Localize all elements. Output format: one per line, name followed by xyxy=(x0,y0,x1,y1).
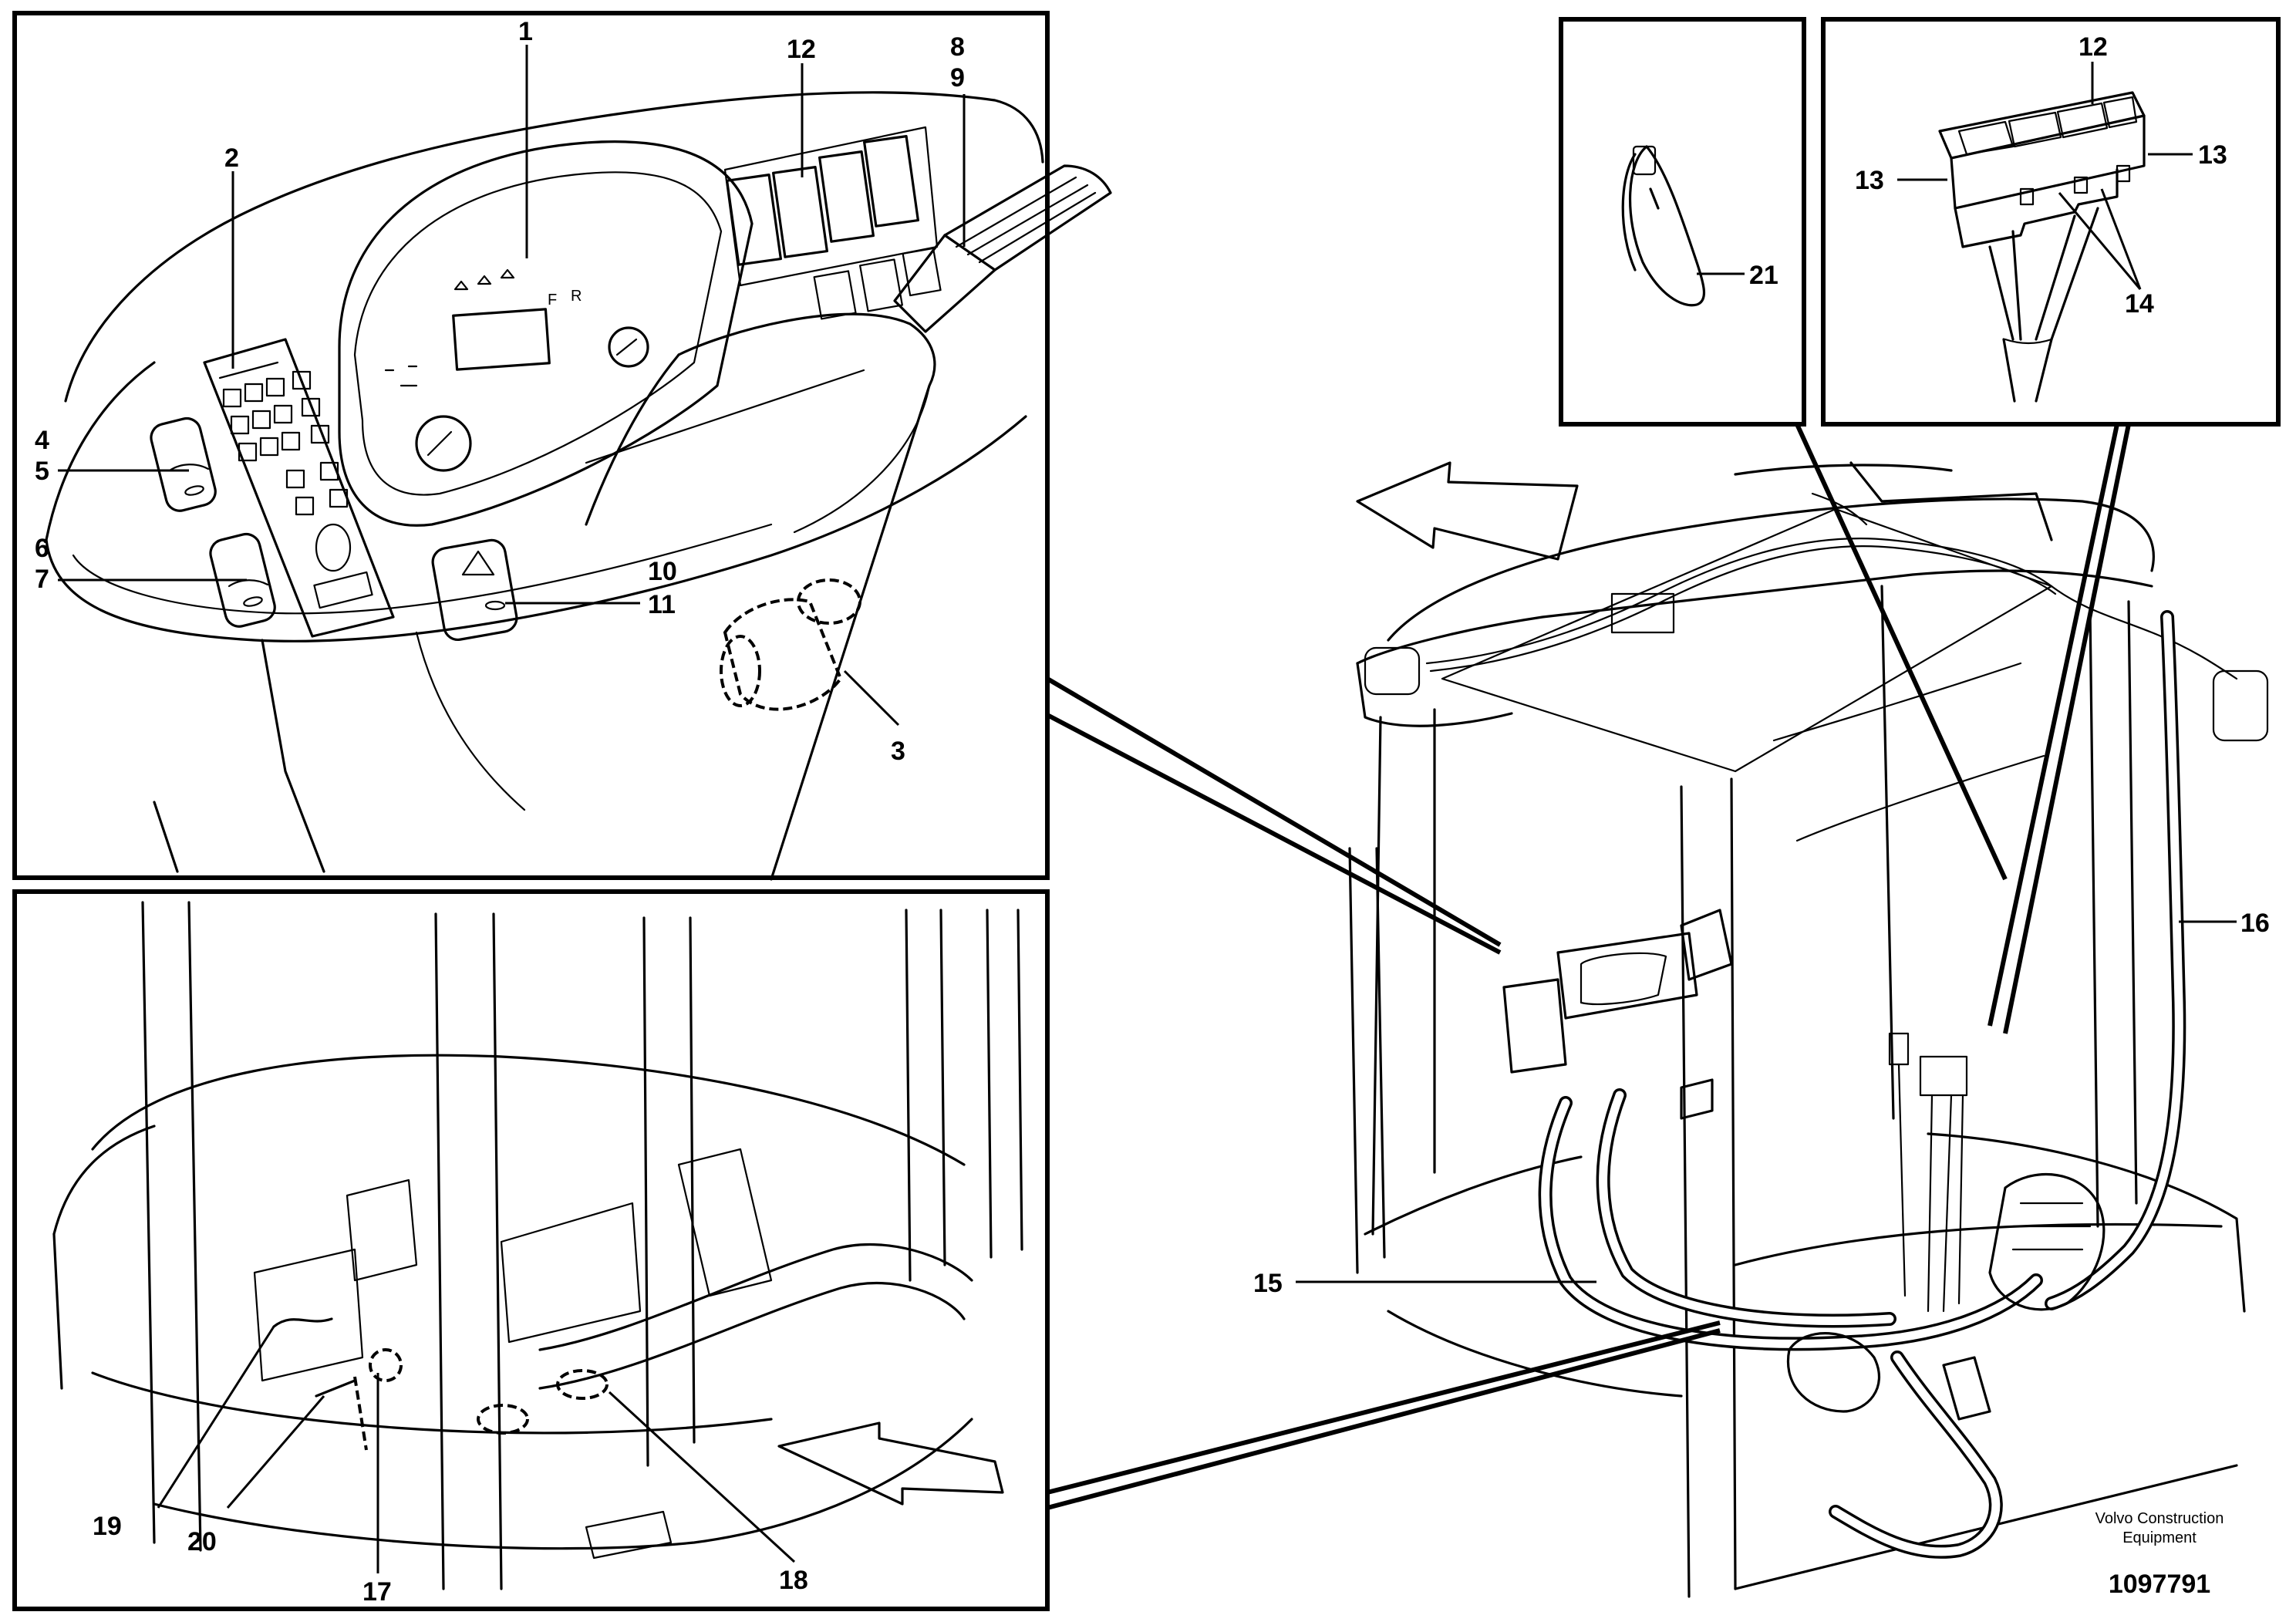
callout-6: 6 xyxy=(35,534,49,563)
document-number: 1097791 xyxy=(2109,1570,2210,1599)
keypad-grid xyxy=(222,370,373,609)
callout-3: 3 xyxy=(891,737,905,766)
gear-reverse-label: R xyxy=(571,288,582,305)
ignition-switch xyxy=(720,578,861,711)
harness-16 xyxy=(2045,610,2186,1310)
brand-block: Volvo Construction Equipment 1097791 xyxy=(2095,1510,2224,1599)
callout-18: 18 xyxy=(779,1566,808,1595)
callout-16: 16 xyxy=(2240,909,2270,938)
cable-tie-drawing xyxy=(1621,145,1706,307)
callout-14: 14 xyxy=(2125,289,2154,319)
cab-frame-drawing xyxy=(1348,461,2269,1598)
callout-12-dashboard: 12 xyxy=(787,35,816,64)
rocker-switch-6-7 xyxy=(209,532,276,628)
floor-drawing xyxy=(52,901,1023,1590)
callout-9: 9 xyxy=(950,63,965,93)
callout-17: 17 xyxy=(362,1577,392,1607)
fuel-gauge xyxy=(415,415,472,472)
instrument-display xyxy=(452,308,551,371)
dashboard-detail-frame xyxy=(12,11,1050,880)
callout-19: 19 xyxy=(93,1512,122,1541)
switch-block-detail-frame xyxy=(1821,17,2281,427)
callout-12-detail: 12 xyxy=(2079,32,2108,62)
callout-4: 4 xyxy=(35,426,49,455)
brand-line-2: Equipment xyxy=(2122,1529,2197,1546)
callout-11: 11 xyxy=(648,590,676,619)
callout-15: 15 xyxy=(1253,1269,1283,1298)
callout-7: 7 xyxy=(35,565,49,594)
callout-8: 8 xyxy=(950,32,965,62)
dashboard-callouts: 1 2 3 4 5 6 7 8 9 10 11 12 xyxy=(35,17,966,766)
inset-pointers xyxy=(1046,423,2131,1510)
callout-20: 20 xyxy=(187,1527,217,1556)
control-lever xyxy=(943,164,1112,271)
hazard-switch xyxy=(431,538,518,641)
roof-harness xyxy=(1425,492,2238,842)
grommet-18a xyxy=(556,1369,609,1400)
callout-2: 2 xyxy=(224,143,239,173)
connector-cluster xyxy=(1786,1032,2106,1559)
brand-line-1: Volvo Construction xyxy=(2095,1510,2224,1527)
floor-callouts: 19 20 17 18 xyxy=(93,1326,808,1607)
cable-tie-detail-frame xyxy=(1559,17,1806,427)
direction-arrow-down xyxy=(777,1421,1004,1506)
switch-row-12 xyxy=(723,126,939,287)
callout-1: 1 xyxy=(518,17,533,46)
callout-13-left: 13 xyxy=(1855,166,1884,195)
callout-10: 10 xyxy=(648,557,677,586)
callout-21: 21 xyxy=(1749,261,1778,290)
callout-13-right: 13 xyxy=(2198,140,2227,170)
grommet-18b xyxy=(477,1404,529,1435)
switch-block-callouts: 12 13 13 14 xyxy=(1855,32,2227,319)
dashboard-drawing: F R xyxy=(45,91,1112,881)
switch-block-drawing xyxy=(1938,91,2146,403)
cable-tie-callout: 21 xyxy=(1697,261,1778,290)
callout-5: 5 xyxy=(35,457,49,486)
gear-forward-label: F xyxy=(548,292,557,309)
cab-callouts: 15 16 xyxy=(1253,909,2270,1298)
harness-15 xyxy=(1502,909,2043,1351)
direction-arrow-up xyxy=(1356,461,1579,561)
floor-detail-frame xyxy=(12,889,1050,1611)
